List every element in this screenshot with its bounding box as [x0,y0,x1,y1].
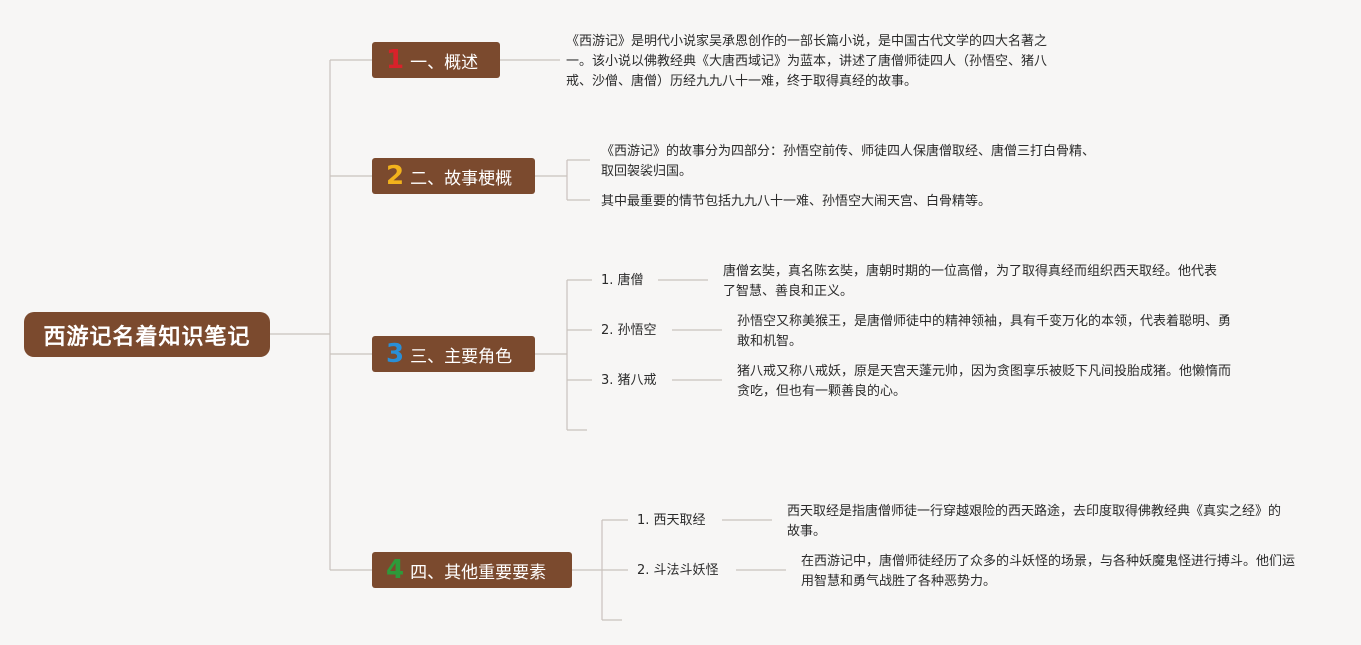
character-label-tangseng[interactable]: 1. 唐僧 [601,273,644,288]
branch-label: 三、主要角色 [410,346,513,367]
element-label-battles[interactable]: 2. 斗法斗妖怪 [637,563,719,578]
character-label-sunwukong[interactable]: 2. 孙悟空 [601,323,657,338]
root-title: 西游记名着知识笔记 [43,324,251,350]
number-3-icon: 3 [386,339,405,369]
overview-text: 《西游记》是明代小说家吴承恩创作的一部长篇小说，是中国古代文学的四大名著之一。该… [566,34,1048,89]
branch-label: 四、其他重要要素 [410,562,547,583]
character-label-zhubajie[interactable]: 3. 猪八戒 [601,373,657,388]
number-1-icon: 1 [386,45,405,75]
number-4-icon: 4 [386,555,405,585]
story-text-1: 《西游记》的故事分为四部分：孙悟空前传、师徒四人保唐僧取经、唐僧三打白骨精、取回… [601,144,1096,179]
character-text-zhubajie: 猪八戒又称八戒妖，原是天宫天蓬元帅，因为贪图享乐被贬下凡间投胎成猪。他懒惰而贪吃… [737,364,1232,399]
element-text-battles: 在西游记中，唐僧师徒经历了众多的斗妖怪的场景，与各种妖魔鬼怪进行搏斗。他们运用智… [801,554,1296,589]
branch-label: 二、故事梗概 [410,168,513,189]
number-2-icon: 2 [386,161,405,191]
character-text-tangseng: 唐僧玄奘，真名陈玄奘，唐朝时期的一位高僧，为了取得真经而组织西天取经。他代表了智… [723,264,1218,299]
branch-main-characters[interactable]: 3 三、主要角色 [372,336,535,372]
element-text-journey: 西天取经是指唐僧师徒一行穿越艰险的西天路途，去印度取得佛教经典《真实之经》的故事… [787,504,1282,539]
story-text-2: 其中最重要的情节包括九九八十一难、孙悟空大闹天宫、白骨精等。 [601,194,992,209]
branch-story-summary[interactable]: 2 二、故事梗概 [372,158,535,194]
branch-label: 一、概述 [410,52,479,73]
character-text-sunwukong: 孙悟空又称美猴王，是唐僧师徒中的精神领袖，具有千变万化的本领，代表着聪明、勇敢和… [737,314,1232,349]
root-topic[interactable]: 西游记名着知识笔记 [24,312,270,357]
branch-overview[interactable]: 1 一、概述 [372,42,500,78]
element-label-journey[interactable]: 1. 西天取经 [637,513,706,528]
branch-other-elements[interactable]: 4 四、其他重要要素 [372,552,572,588]
